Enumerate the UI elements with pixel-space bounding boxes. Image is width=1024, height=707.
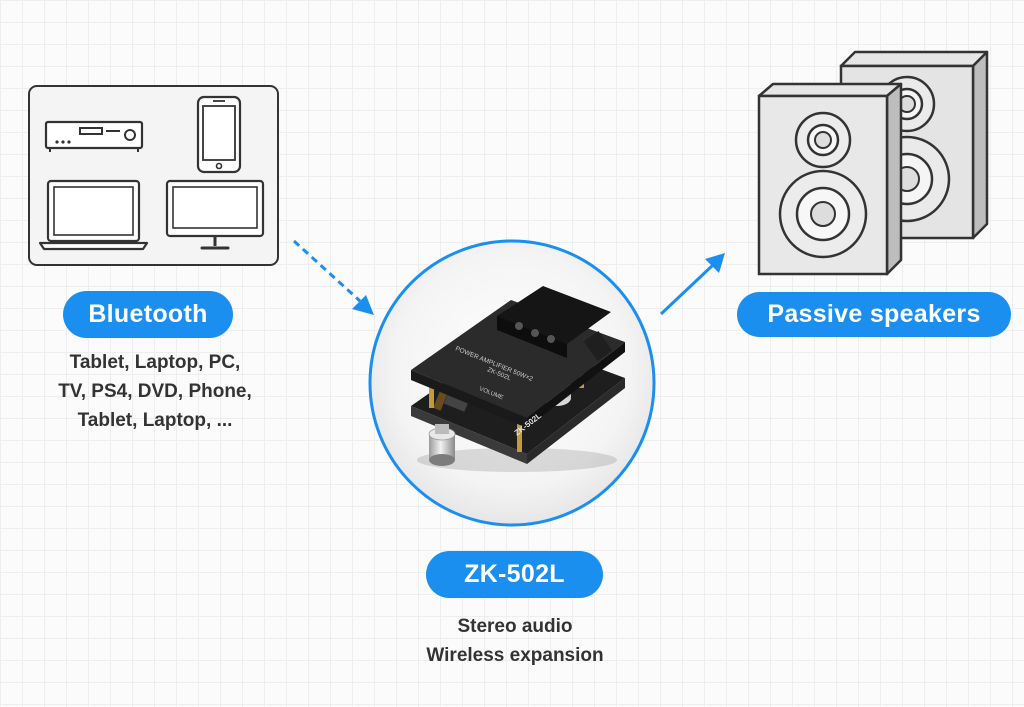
- caption-line: Tablet, Laptop, PC,: [69, 352, 241, 373]
- model-badge: ZK-502L: [426, 551, 603, 598]
- dashed-arrow-icon: [292, 239, 374, 315]
- passive-speakers-badge: Passive speakers: [737, 292, 1011, 337]
- laptop-icon: [38, 179, 149, 251]
- monitor-icon: [165, 179, 265, 250]
- speakers-icon: [757, 50, 989, 276]
- caption-line: Tablet, Laptop, ...: [77, 410, 233, 431]
- volume-knob-icon: [428, 424, 456, 466]
- smartphone-icon: [196, 95, 242, 174]
- caption-line: Stereo audio: [457, 616, 573, 637]
- module-caption: Stereo audio Wireless expansion: [390, 612, 640, 670]
- solid-arrow-icon: [659, 253, 725, 316]
- caption-line: Wireless expansion: [426, 645, 604, 666]
- bluetooth-badge: Bluetooth: [63, 291, 233, 338]
- av-receiver-icon: [44, 120, 144, 152]
- caption-line: TV, PS4, DVD, Phone,: [58, 381, 252, 402]
- devices-panel: [28, 85, 279, 266]
- amplifier-board-image: POWER AMPLIFIER 50W×2 ZK-502L VOLUME ZK-…: [368, 239, 656, 527]
- source-devices-caption: Tablet, Laptop, PC, TV, PS4, DVD, Phone,…: [20, 348, 290, 435]
